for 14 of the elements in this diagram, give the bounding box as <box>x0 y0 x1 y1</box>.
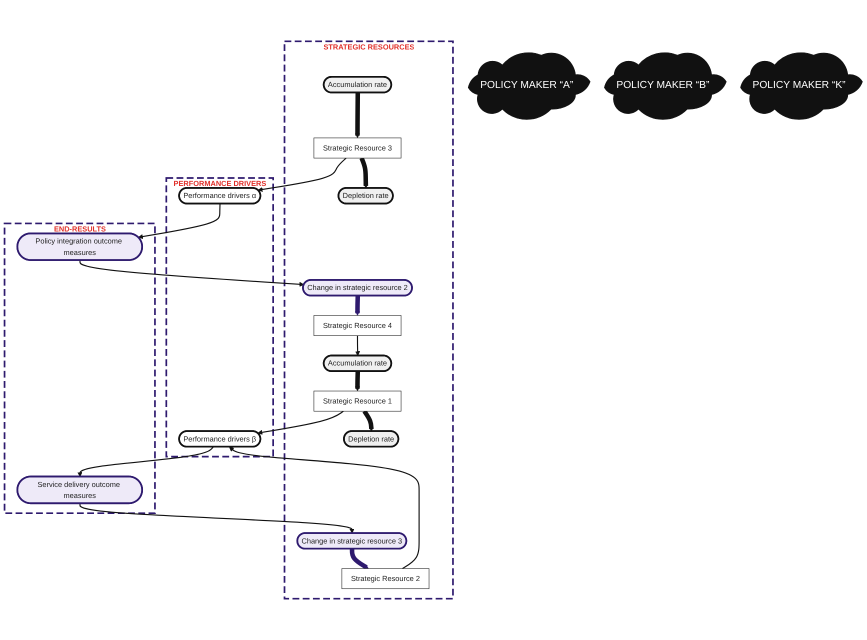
arrow <box>79 260 304 287</box>
arrow <box>350 548 369 570</box>
arrow <box>258 158 347 192</box>
arrow <box>354 92 360 138</box>
arrow <box>138 204 221 240</box>
arrow <box>229 446 420 570</box>
arrow <box>79 503 354 534</box>
arrow <box>360 157 368 188</box>
arrow <box>354 370 360 392</box>
arrow <box>354 295 360 316</box>
arrow <box>355 336 360 356</box>
arrow <box>362 410 374 432</box>
arrow <box>77 446 214 478</box>
arrow <box>257 410 344 435</box>
